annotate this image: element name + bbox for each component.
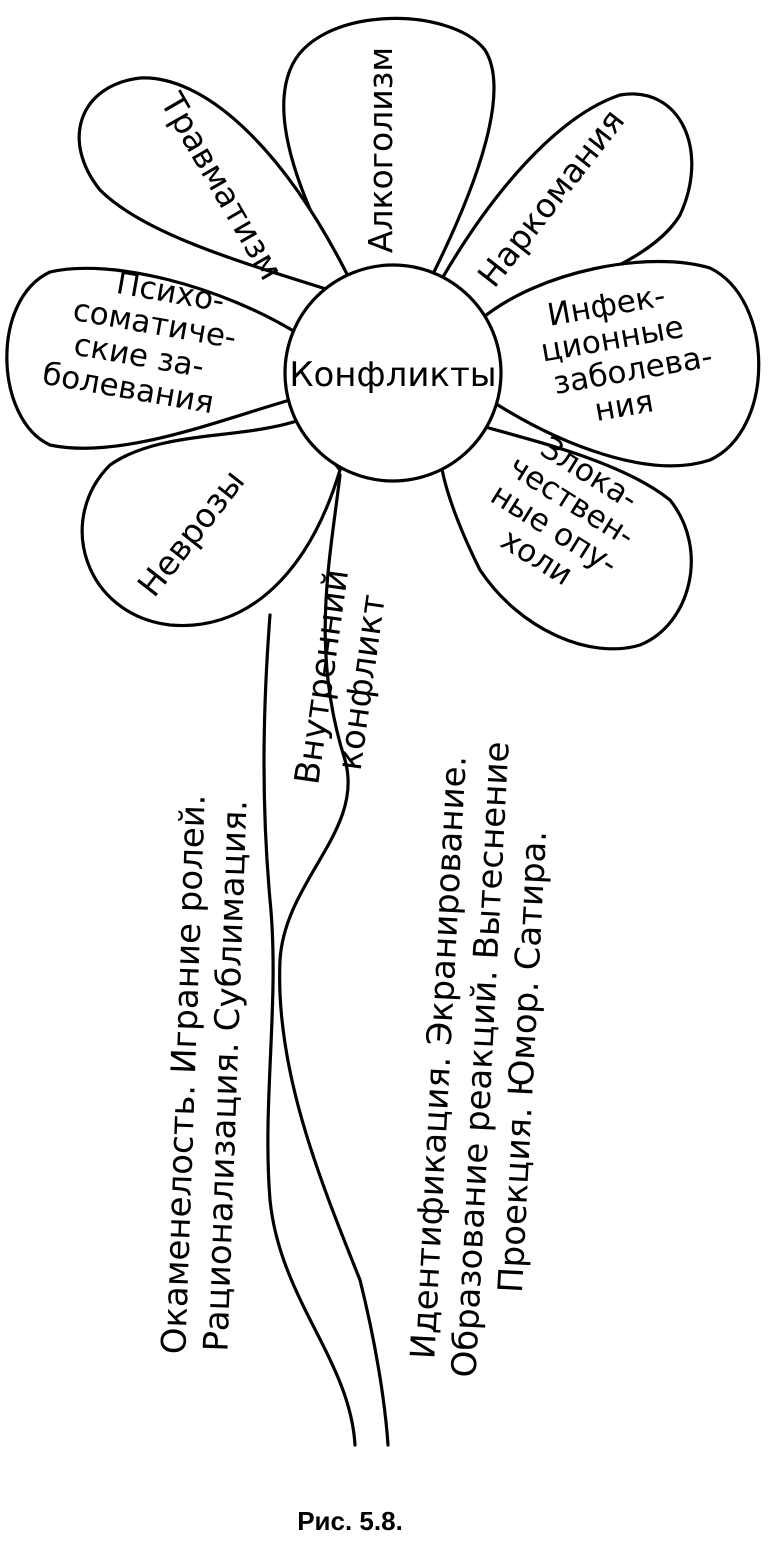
petal-psycho xyxy=(5,266,302,450)
petal-label-alkogolizm: Алкоголизм xyxy=(361,47,400,253)
petal-tumors xyxy=(438,418,693,651)
petal-travmatizm xyxy=(77,76,364,303)
stem-left-line xyxy=(262,613,357,1447)
petal-infect xyxy=(478,259,761,468)
petal-label-infect: Инфек- ционные заболева- ния xyxy=(538,278,715,429)
petal-alkogolizm xyxy=(282,16,496,292)
petal-nevrozy xyxy=(80,418,342,628)
figure-caption: Рис. 5.8. xyxy=(297,1506,403,1536)
center-circle xyxy=(283,263,503,483)
stem-left-defenses: Окаменелость. Играние ролей. Рационализа… xyxy=(154,794,255,1355)
stem-right-line xyxy=(278,473,390,1447)
stem-inner-conflict: Внутренний конфликт xyxy=(287,567,394,787)
center-label: Конфликты xyxy=(289,355,496,395)
stem-right-defenses: Идентификация. Экранирование. Образовани… xyxy=(403,741,555,1379)
